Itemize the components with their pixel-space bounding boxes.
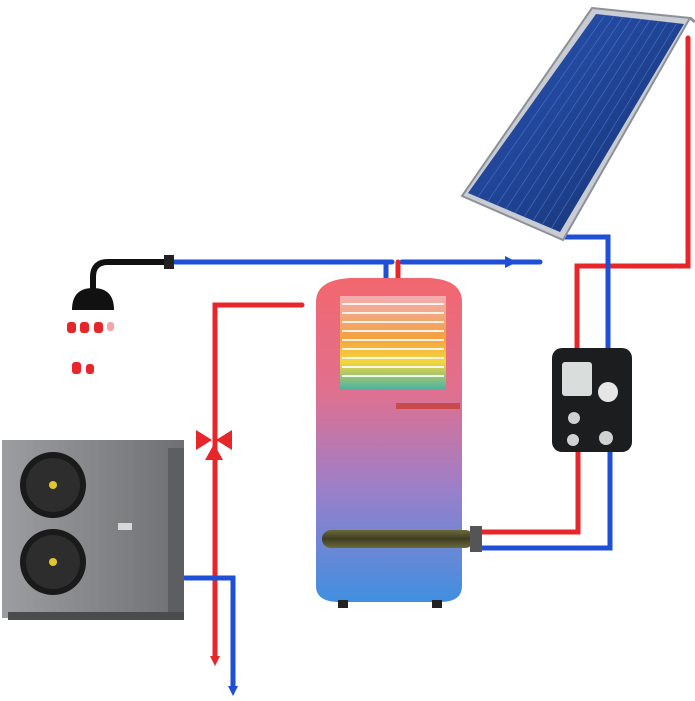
lower-heating-element	[322, 530, 474, 548]
tank-foot-right	[432, 600, 442, 608]
shower-valve-fitting	[164, 255, 174, 269]
solar-panel-grid	[477, 14, 678, 230]
solar-return-pipe	[557, 234, 611, 353]
controller-knob	[568, 412, 580, 424]
coil-return-pipe	[477, 449, 613, 551]
fan-top	[20, 452, 86, 518]
solar-panel-surface	[468, 14, 684, 232]
three-way-valve	[196, 430, 232, 460]
solar-flow-pipe	[574, 35, 691, 353]
water-drops	[67, 322, 114, 374]
drain-arrow-blue	[228, 686, 238, 696]
heat-pump-unit	[2, 440, 184, 620]
shower-arm	[90, 259, 170, 292]
upper-heat-exchanger-coil	[340, 296, 446, 390]
shower	[67, 255, 174, 374]
storage-tank	[316, 278, 482, 608]
tank-sensor-rod	[396, 403, 460, 409]
three-way-valve-icon	[196, 430, 212, 450]
shower-head-icon	[72, 288, 114, 310]
element-fitting	[470, 526, 482, 552]
solar-controller	[552, 348, 632, 452]
tank-foot-left	[338, 600, 348, 608]
heat-pump-flow-pipe	[212, 302, 305, 658]
heat-pump-label-plate	[118, 523, 132, 530]
heat-pump-base	[8, 612, 184, 620]
fan-bottom	[20, 529, 86, 595]
controller-gauge	[598, 382, 618, 402]
pipe-network	[172, 35, 691, 696]
flow-arrow	[505, 256, 517, 268]
drain-arrow-red	[210, 656, 220, 666]
solar-panel-edge	[689, 16, 695, 24]
solar-panel	[460, 6, 695, 242]
coil-flow-pipe	[477, 449, 581, 535]
fan-hub-icon	[49, 558, 57, 566]
fan-hub-icon	[49, 481, 57, 489]
heat-pump-side-panel	[168, 448, 184, 618]
heat-pump-return-pipe	[182, 575, 236, 689]
controller-display	[562, 362, 592, 396]
